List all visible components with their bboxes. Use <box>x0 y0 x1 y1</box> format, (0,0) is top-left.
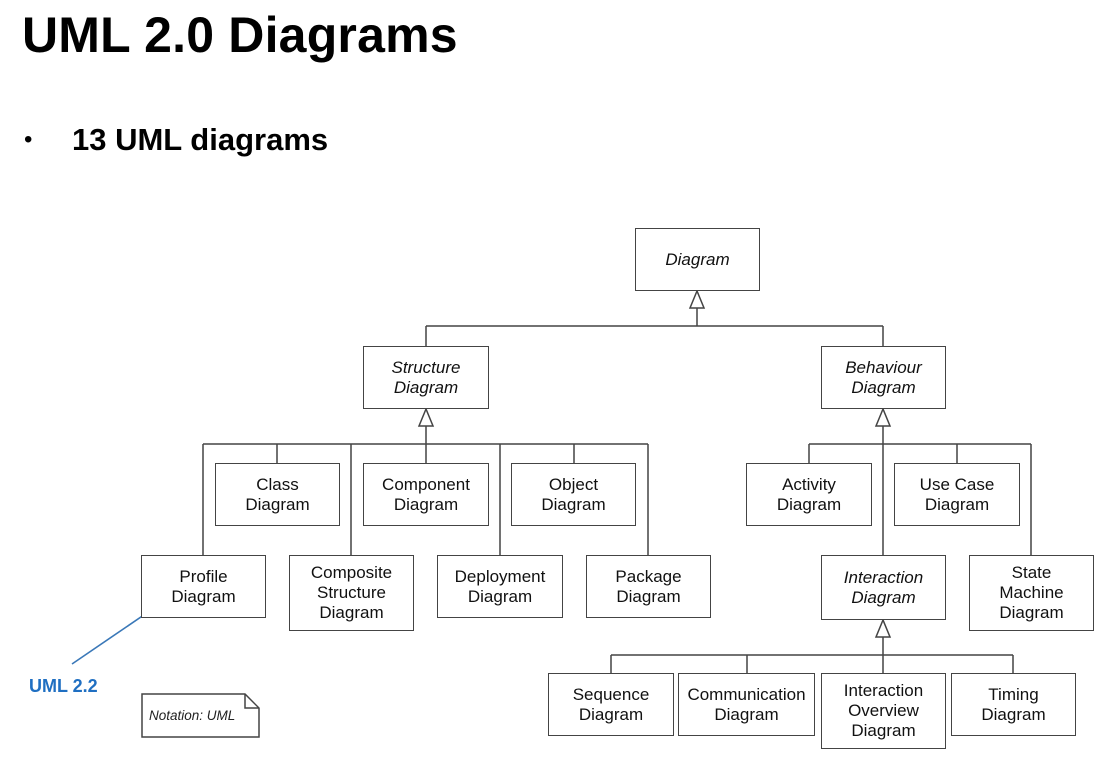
box-component-diagram: Component Diagram <box>363 463 489 526</box>
box-class-diagram: Class Diagram <box>215 463 340 526</box>
box-profile-diagram-label: Profile Diagram <box>171 566 236 606</box>
generalization-arrow-behaviour <box>874 407 892 427</box>
box-behaviour-diagram: Behaviour Diagram <box>821 346 946 409</box>
bullet-text: 13 UML diagrams <box>72 122 329 157</box>
box-diagram: Diagram <box>635 228 760 291</box>
box-deployment-diagram-label: Deployment Diagram <box>454 566 546 606</box>
box-communication-diagram: Communication Diagram <box>678 673 815 736</box>
box-state-machine-diagram-label: State Machine Diagram <box>999 563 1064 622</box>
box-sequence-diagram-label: Sequence Diagram <box>572 684 650 724</box>
box-structure-diagram-label: Structure Diagram <box>391 357 461 397</box>
box-composite-structure-diagram: Composite Structure Diagram <box>289 555 414 631</box>
box-package-diagram: Package Diagram <box>586 555 711 618</box>
box-use-case-diagram-label: Use Case Diagram <box>919 474 995 514</box>
box-package-diagram-label: Package Diagram <box>615 566 682 606</box>
box-behaviour-diagram-label: Behaviour Diagram <box>845 357 922 397</box>
notation-label: Notation: UML <box>149 708 236 723</box>
bullet-marker: • <box>24 126 33 153</box>
generalization-arrow-interaction <box>874 618 892 638</box>
box-class-diagram-label: Class Diagram <box>245 474 310 514</box>
box-activity-diagram: Activity Diagram <box>746 463 872 526</box>
box-interaction-diagram-label: Interaction Diagram <box>843 567 924 607</box>
box-use-case-diagram: Use Case Diagram <box>894 463 1020 526</box>
connector-root <box>425 308 884 346</box>
box-structure-diagram: Structure Diagram <box>363 346 489 409</box>
note-shape-icon <box>141 693 260 738</box>
uml-version-annotation: UML 2.2 <box>29 676 98 696</box>
box-profile-diagram: Profile Diagram <box>141 555 266 618</box>
box-activity-diagram-label: Activity Diagram <box>776 474 842 514</box>
box-interaction-overview-diagram-label: Interaction Overview Diagram <box>843 681 924 740</box>
box-timing-diagram-label: Timing Diagram <box>981 684 1046 724</box>
connector-structure <box>202 426 649 555</box>
box-interaction-overview-diagram: Interaction Overview Diagram <box>821 673 946 749</box>
generalization-arrow-structure <box>417 407 435 427</box>
box-sequence-diagram: Sequence Diagram <box>548 673 674 736</box>
box-object-diagram: Object Diagram <box>511 463 636 526</box>
box-component-diagram-label: Component Diagram <box>382 474 470 514</box>
box-composite-structure-diagram-label: Composite Structure Diagram <box>310 563 393 622</box>
page-title: UML 2.0 Diagrams <box>22 7 458 63</box>
box-diagram-label: Diagram <box>665 249 730 269</box>
box-object-diagram-label: Object Diagram <box>541 474 606 514</box>
connector-interaction <box>610 637 1014 673</box>
bullet-item: • 13 UML diagrams <box>24 122 328 158</box>
box-timing-diagram: Timing Diagram <box>951 673 1076 736</box>
box-communication-diagram-label: Communication Diagram <box>687 684 806 724</box>
box-deployment-diagram: Deployment Diagram <box>437 555 563 618</box>
connector-behaviour <box>808 426 1032 555</box>
notation-note: Notation: UML <box>141 693 260 738</box>
generalization-arrow-diagram <box>688 289 706 309</box>
box-state-machine-diagram: State Machine Diagram <box>969 555 1094 631</box>
box-interaction-diagram: Interaction Diagram <box>821 555 946 620</box>
